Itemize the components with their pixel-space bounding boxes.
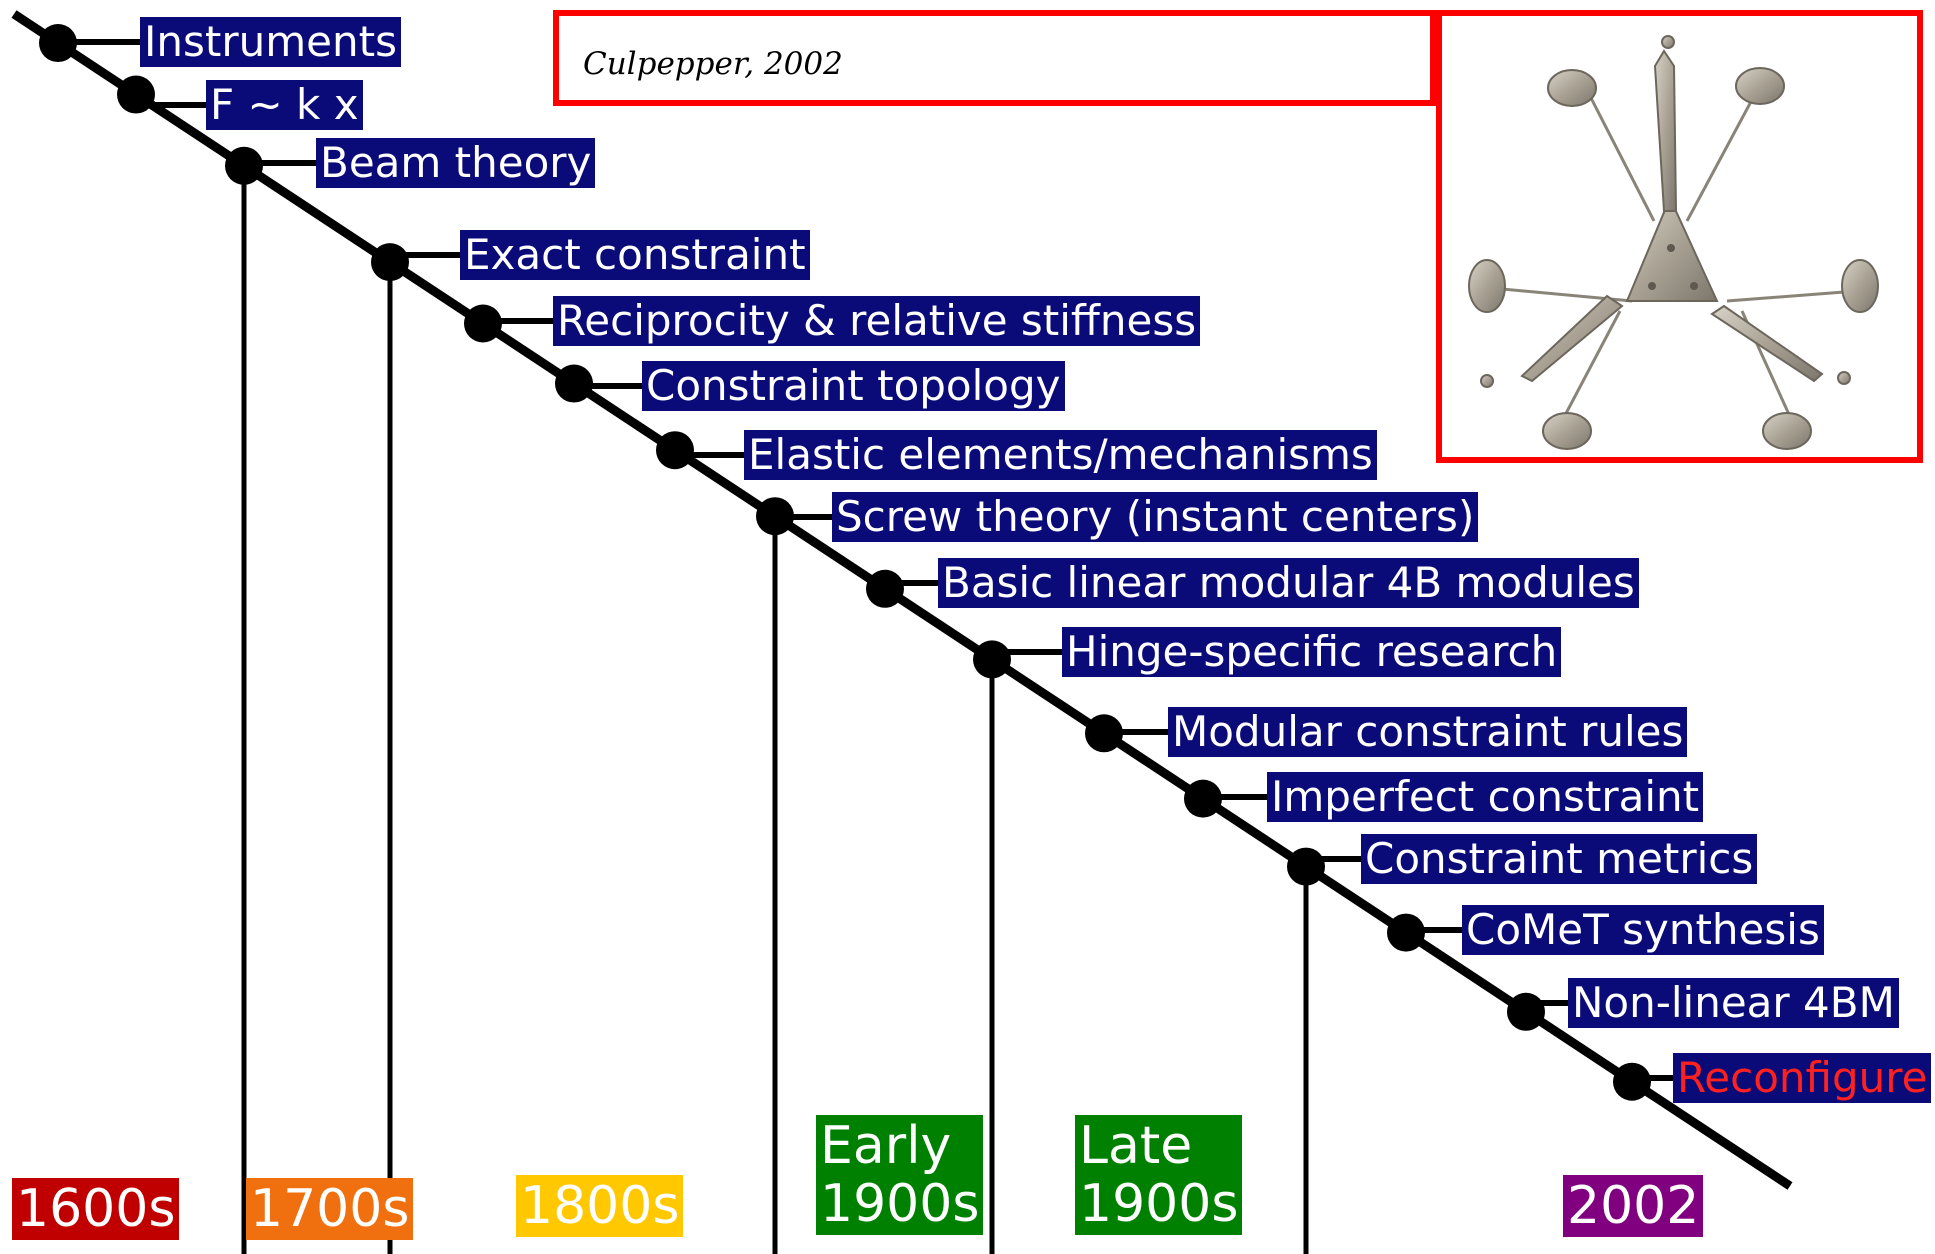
milestone-label: Beam theory (316, 138, 596, 188)
milestone-node (756, 497, 794, 536)
milestone-label: Exact constraint (460, 230, 810, 280)
milestone-node (1085, 714, 1123, 753)
milestone-label: Elastic elements/mechanisms (744, 430, 1377, 480)
era-label-line2: 1900s (1079, 1174, 1239, 1234)
era-label: 1700s (246, 1178, 414, 1240)
milestone-node (555, 364, 593, 403)
era-label: 2002 (1563, 1175, 1704, 1237)
milestone-label: Constraint metrics (1361, 834, 1758, 884)
milestone-node (1613, 1062, 1651, 1101)
milestone-node (371, 243, 409, 282)
milestone-node (464, 304, 502, 343)
milestone-node (1287, 847, 1325, 886)
milestone-label: Constraint topology (642, 361, 1065, 411)
milestone-node (1184, 779, 1222, 818)
milestone-label: CoMeT synthesis (1462, 905, 1824, 955)
milestone-label: Reciprocity & relative stiffness (553, 296, 1201, 346)
milestone-node (225, 146, 263, 185)
era-label: 1600s (12, 1178, 180, 1240)
compliant-mechanism-photo-icon (1468, 35, 1879, 450)
milestone-label: F ~ k x (206, 80, 363, 130)
milestone-label: Modular constraint rules (1168, 707, 1688, 757)
era-label-line2: 1600s (16, 1179, 176, 1239)
era-label: 1800s (516, 1175, 684, 1237)
era-label-line1: Early (820, 1116, 952, 1176)
era-label-line2: 1700s (250, 1179, 410, 1239)
milestone-label: Imperfect constraint (1267, 772, 1704, 822)
photo-frame (1436, 10, 1923, 463)
milestone-node (866, 569, 904, 608)
milestone-label: Hinge-specific research (1062, 627, 1562, 677)
milestone-node (973, 640, 1011, 679)
milestone-label: Non-linear 4BM (1568, 978, 1899, 1028)
milestone-label: Reconfigure (1673, 1053, 1932, 1103)
era-label-line2: 1900s (820, 1174, 980, 1234)
milestone-label: Basic linear modular 4B modules (938, 558, 1639, 608)
milestone-node (1507, 992, 1545, 1031)
milestone-node (117, 75, 155, 114)
milestone-label: Screw theory (instant centers) (832, 492, 1479, 542)
timeline-axis (11, 10, 1793, 1190)
milestone-label: Instruments (140, 17, 401, 67)
milestone-node (1387, 913, 1425, 952)
era-label-line2: 1800s (520, 1176, 680, 1236)
era-label-line2: 2002 (1567, 1176, 1700, 1236)
milestone-node (39, 24, 77, 63)
citation-box: Culpepper, 2002 (553, 10, 1436, 106)
era-label-line1: Late (1079, 1116, 1193, 1176)
citation-text: Culpepper, 2002 (583, 46, 843, 82)
milestone-node (656, 431, 694, 470)
